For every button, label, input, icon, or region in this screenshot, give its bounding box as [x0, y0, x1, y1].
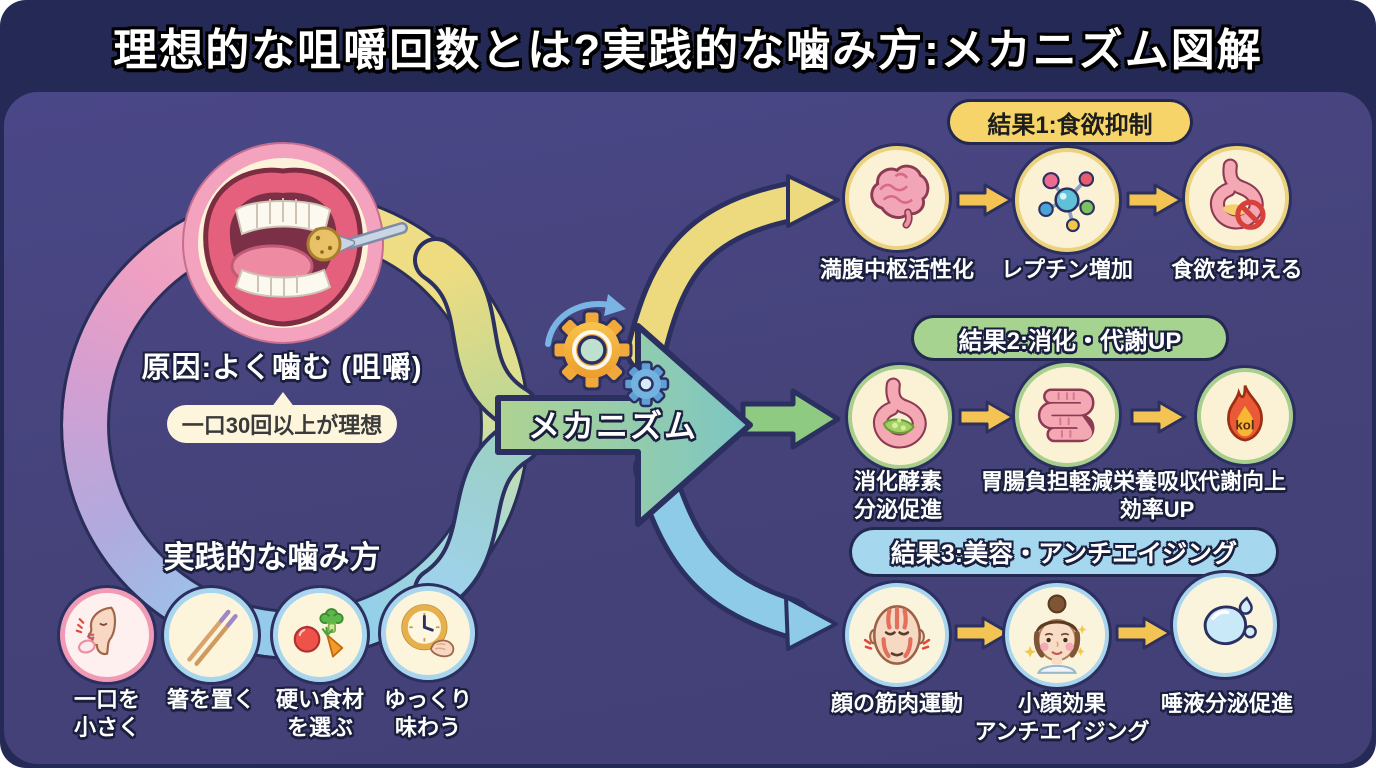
small-bite-icon — [75, 606, 116, 656]
practice-heading: 実践的な噛み方 — [163, 540, 381, 575]
practice-label: 箸を置く — [166, 687, 255, 712]
step-arrow — [956, 183, 1013, 217]
practice-label: 一口を 小さく — [73, 687, 140, 741]
step-label: 顔の筋肉運動 — [830, 691, 963, 716]
stomach-enzyme-icon — [872, 377, 927, 449]
step-label: 消化酵素 分泌促進 — [853, 469, 942, 523]
face-muscles-circle — [845, 583, 949, 687]
gear-large-icon — [551, 309, 633, 391]
brain-circle — [845, 146, 949, 250]
metabolism-circle: kol — [1197, 368, 1293, 464]
food-bite-icon — [306, 226, 342, 262]
chopsticks-circle — [164, 588, 258, 682]
blue-stream — [413, 419, 541, 613]
yellow-stream — [413, 237, 539, 431]
practice-label: ゆっくり 味わう — [383, 687, 472, 741]
step-label: 小顔効果 アンチエイジング — [974, 691, 1150, 745]
step-arrow — [1126, 183, 1183, 217]
clock-hand-icon — [401, 604, 455, 658]
rotation-arrow-icon — [545, 294, 626, 347]
step-arrow — [954, 616, 1011, 650]
enzyme-circle — [848, 365, 952, 469]
step-label: 満腹中枢活性化 — [819, 257, 974, 282]
ideal-count-bubble: 一口30回以上が理想 — [167, 405, 397, 443]
brain-icon — [870, 164, 930, 229]
step-label: 唾液分泌促進 — [1160, 691, 1293, 716]
result-2-pill: 結果2:消化・代謝UP — [914, 318, 1226, 358]
step-label: 食欲を抑える — [1171, 257, 1303, 282]
mouth-illustration — [182, 142, 408, 344]
clock-hand-circle — [381, 586, 475, 680]
chopsticks-icon — [187, 609, 238, 666]
woman-face-circle — [1005, 583, 1109, 687]
step-label: 代謝向上 — [1197, 469, 1286, 494]
intestines-icon — [1037, 388, 1095, 443]
step-arrow — [958, 400, 1015, 434]
step-arrow — [1130, 400, 1187, 434]
practice-label: 硬い食材 を選ぶ — [275, 687, 364, 741]
molecule-icon — [1038, 171, 1095, 233]
step-label: 栄養吸収 効率UP — [1112, 469, 1201, 523]
gear-small-icon — [622, 360, 670, 408]
saliva-drop-icon — [1203, 596, 1257, 646]
saliva-circle — [1173, 573, 1277, 677]
branch-arrow-blue — [633, 447, 838, 651]
mechanism-label: メカニズム — [527, 408, 698, 444]
result-1-pill: 結果1:食欲抑制 — [950, 102, 1190, 142]
branch-arrow-yellow — [625, 174, 840, 373]
cause-label: 原因:よく噛む (咀嚼) — [141, 352, 423, 384]
page-title: 理想的な咀嚼回数とは?実践的な噛み方:メカニズム図解 — [113, 26, 1263, 75]
step-arrow — [1115, 616, 1172, 650]
result-3-pill: 結果3:美容・アンチエイジング — [852, 530, 1276, 574]
branch-arrow-green — [740, 388, 841, 450]
leptin-circle — [1015, 148, 1119, 252]
flame-icon: kol — [1227, 385, 1263, 442]
intestines-circle — [1015, 363, 1119, 467]
appetite-circle — [1185, 146, 1289, 250]
vegetables-icon — [293, 608, 344, 658]
small-bite-circle — [60, 588, 154, 682]
step-arrows — [954, 183, 1187, 650]
flame-text: kol — [1235, 417, 1254, 432]
woman-face-icon — [1024, 594, 1087, 674]
stomach-ban-icon — [1209, 158, 1266, 230]
vegetables-circle — [273, 588, 367, 682]
face-muscles-icon — [863, 605, 931, 665]
step-label: レプチン増加 — [1000, 257, 1133, 282]
step-label: 胃腸負担軽減 — [980, 469, 1113, 494]
